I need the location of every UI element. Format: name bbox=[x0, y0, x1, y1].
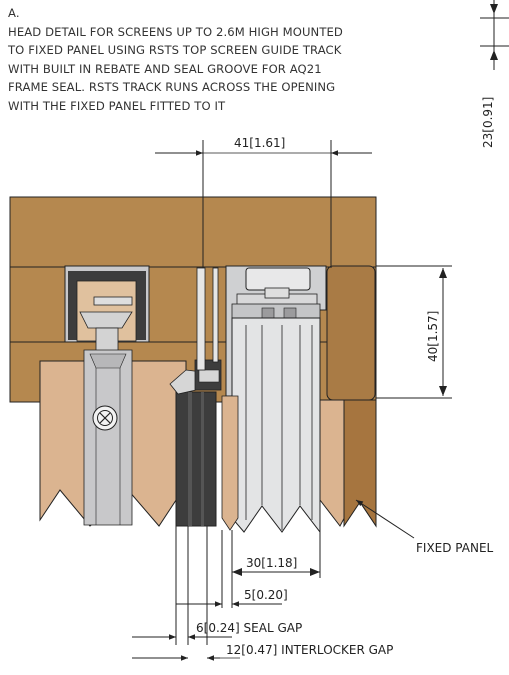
guide-channel-left bbox=[64, 265, 150, 526]
dimension-40-label: 40[1.57] bbox=[426, 311, 440, 362]
fixed-panel bbox=[221, 395, 377, 531]
dimension-6-label: 6[0.24] SEAL GAP bbox=[196, 621, 302, 635]
fixed-panel-callout: FIXED PANEL bbox=[355, 499, 494, 555]
caption-line-2: TO FIXED PANEL USING RSTS TOP SCREEN GUI… bbox=[8, 43, 342, 58]
dimension-5-label: 5[0.20] bbox=[244, 588, 288, 602]
dimension-41: 41[1.61] bbox=[155, 136, 372, 268]
caption-line-3: WITH BUILT IN REBATE AND SEAL GROOVE FOR… bbox=[8, 61, 322, 76]
dimension-30-label: 30[1.18] bbox=[246, 556, 297, 570]
dimension-12-label: 12[0.47] INTERLOCKER GAP bbox=[226, 643, 393, 657]
caption: A. HEAD DETAIL FOR SCREENS UP TO 2.6M HI… bbox=[8, 4, 428, 116]
dimension-23: 23[0.91] bbox=[480, 0, 509, 148]
dimension-23-label: 23[0.91] bbox=[481, 97, 495, 148]
dimension-40: 40[1.57] bbox=[376, 265, 452, 399]
dimension-41-label: 41[1.61] bbox=[234, 136, 285, 150]
sliding-panel-right bbox=[231, 317, 321, 534]
fixed-panel-label: FIXED PANEL bbox=[416, 541, 494, 555]
caption-label: A. bbox=[8, 6, 20, 20]
caption-line-5: WITH THE FIXED PANEL FITTED TO IT bbox=[8, 98, 226, 113]
screw-icon bbox=[92, 405, 118, 431]
bottom-dimensions: 30[1.18] 5[0.20] 6[0.24] SEAL GAP 12[0.4… bbox=[132, 526, 393, 661]
seal-strip bbox=[169, 359, 222, 527]
caption-line-1: HEAD DETAIL FOR SCREENS UP TO 2.6M HIGH … bbox=[8, 24, 343, 39]
seal-groove bbox=[196, 267, 219, 371]
caption-line-4: FRAME SEAL. RSTS TRACK RUNS ACROSS THE O… bbox=[8, 80, 336, 95]
